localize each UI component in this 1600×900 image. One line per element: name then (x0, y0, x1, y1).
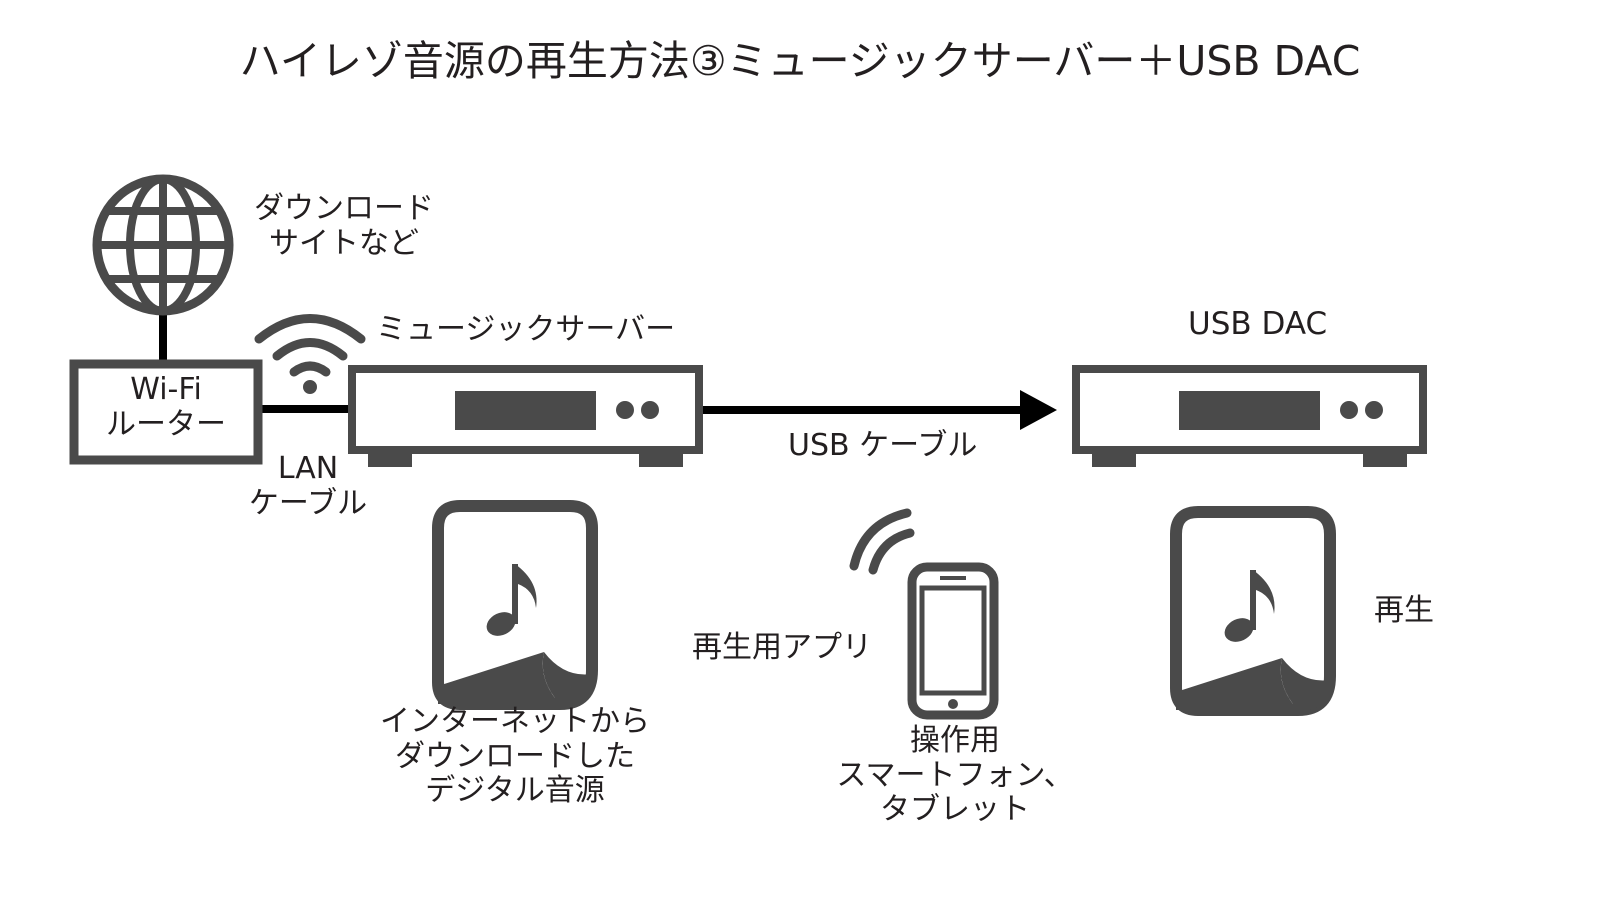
smartphone-icon (907, 562, 999, 720)
playback-label: 再生 (1374, 593, 1434, 628)
controller-label: 操作用 スマートフォン、 タブレット (836, 723, 1074, 827)
playback-app-label: 再生用アプリ (692, 630, 872, 665)
music-file-icon (438, 506, 592, 704)
usb-dac-label: USB DAC (1188, 306, 1328, 342)
music-server-icon (352, 369, 699, 467)
wifi-icon (254, 314, 366, 377)
downloaded-source-label: インターネットから ダウンロードした デジタル音源 (380, 704, 650, 808)
music-server-label: ミュージックサーバー (376, 312, 676, 347)
router-label: Wi-Fi ルーター (106, 372, 226, 442)
globe-icon (92, 174, 234, 316)
wireless-signal-icon (849, 508, 915, 575)
router-icon (69, 359, 263, 465)
usb-dac-icon (1076, 369, 1423, 467)
lan-cable-label: LAN ケーブル (248, 451, 368, 521)
usb-cable-label: USB ケーブル (788, 428, 978, 463)
download-site-label: ダウンロード サイトなど (254, 191, 434, 261)
arrow-right-icon (1020, 390, 1057, 430)
music-file-icon (1176, 512, 1330, 710)
page-title: ハイレゾ音源の再生方法③ミュージックサーバー＋USB DAC (239, 37, 1361, 85)
